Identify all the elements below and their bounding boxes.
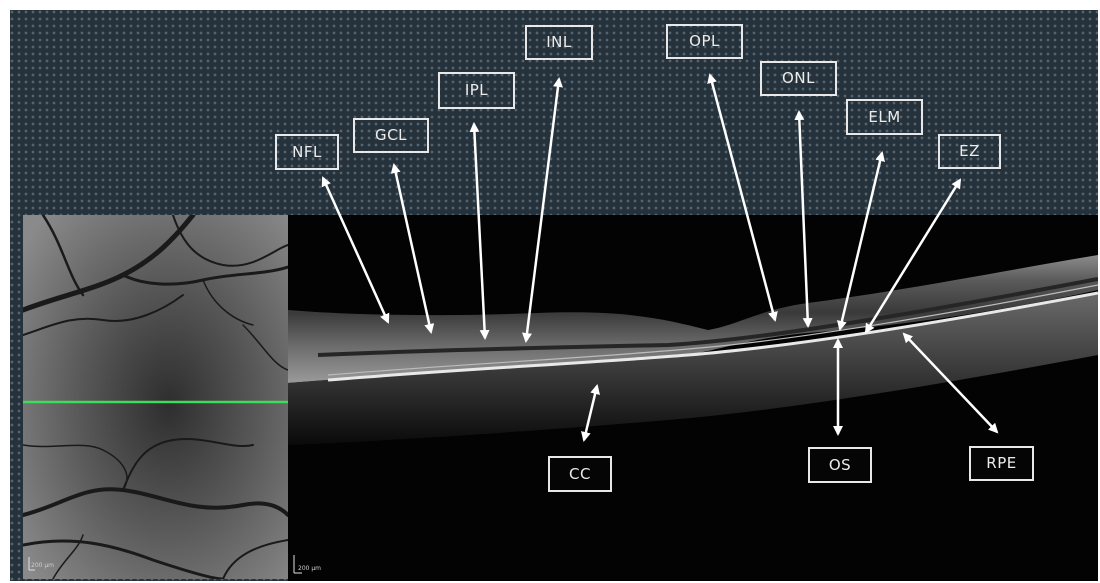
label-cc: CC xyxy=(548,456,612,492)
label-os: OS xyxy=(808,447,872,483)
arrow-elm xyxy=(840,153,882,329)
label-nfl: NFL xyxy=(275,134,339,170)
arrow-opl xyxy=(710,75,775,320)
arrow-inl xyxy=(526,79,559,341)
label-ipl: IPL xyxy=(438,72,515,109)
arrow-ez xyxy=(866,180,960,332)
label-elm: ELM xyxy=(846,99,923,135)
arrow-cc xyxy=(584,386,597,440)
label-opl: OPL xyxy=(666,24,743,59)
arrow-ipl xyxy=(474,124,485,338)
arrow-onl xyxy=(799,112,808,326)
label-rpe: RPE xyxy=(969,446,1034,481)
arrow-gcl xyxy=(394,165,431,332)
arrows-layer xyxy=(10,10,1098,581)
label-inl: INL xyxy=(525,25,593,60)
figure-frame: 200 µm xyxy=(10,10,1098,581)
arrow-nfl xyxy=(323,178,388,322)
label-gcl: GCL xyxy=(353,118,429,153)
arrow-rpe xyxy=(904,334,997,432)
label-onl: ONL xyxy=(760,61,837,96)
label-ez: EZ xyxy=(938,134,1001,169)
